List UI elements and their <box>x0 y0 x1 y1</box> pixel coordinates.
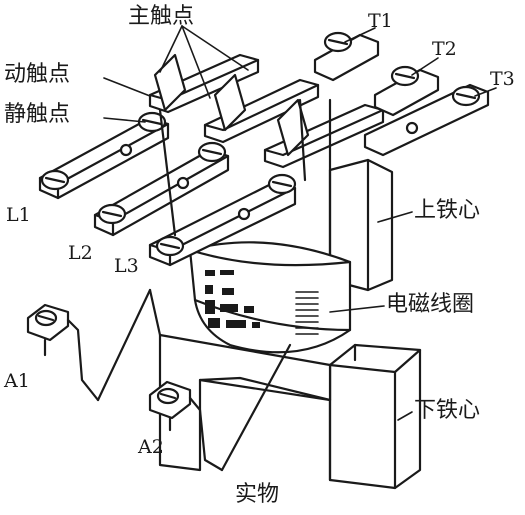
label-main-contact: 主触点 <box>128 4 195 29</box>
label-caption: 实物 <box>235 482 280 507</box>
label-l3: L3 <box>114 255 139 277</box>
label-a2: A2 <box>138 436 164 458</box>
label-t3: T3 <box>490 68 515 90</box>
leader-lines <box>103 25 497 421</box>
lower-core <box>148 288 422 490</box>
contact-carrier <box>153 53 332 237</box>
label-l1: L1 <box>6 204 31 226</box>
label-a1: A1 <box>4 370 30 392</box>
coil-winding-marks <box>295 291 319 335</box>
label-moving-contact: 动触点 <box>4 62 71 87</box>
terminal-screws <box>40 111 297 257</box>
label-coil: 电磁线圈 <box>386 292 475 317</box>
static-contact-bars <box>38 116 297 267</box>
coil-nameplate-smudges <box>205 270 260 328</box>
label-l2: L2 <box>68 242 93 264</box>
label-upper-core: 上铁心 <box>414 198 481 223</box>
label-t1: T1 <box>368 10 393 32</box>
label-static-contact: 静触点 <box>4 102 71 127</box>
label-lower-core: 下铁心 <box>414 398 481 423</box>
label-t2: T2 <box>432 38 457 60</box>
coil-terminals <box>26 288 292 472</box>
coil <box>188 241 352 354</box>
